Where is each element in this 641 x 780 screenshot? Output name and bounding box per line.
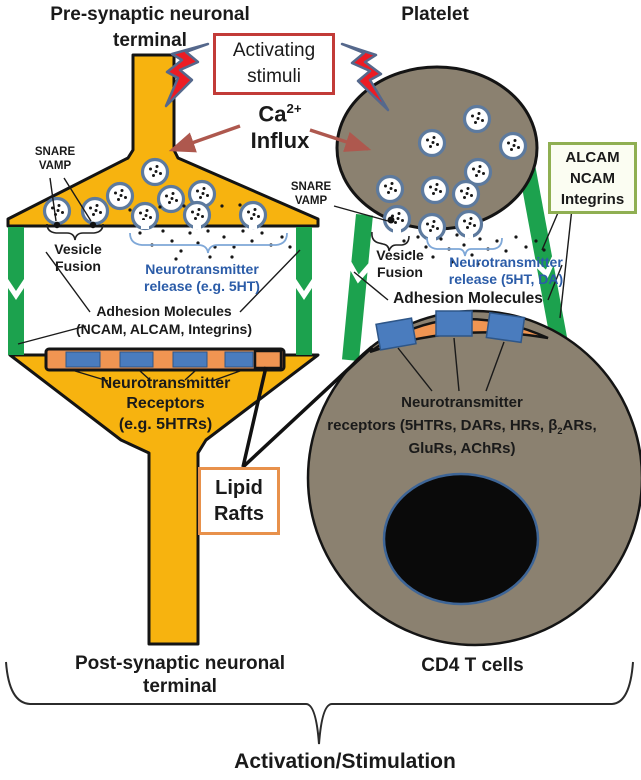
post-synaptic-title: Post-synaptic neuronal terminal	[74, 653, 286, 697]
snare-vamp-dots	[53, 216, 395, 229]
vesicle-fusion-label-right: Vesicle Fusion	[376, 247, 424, 280]
post-synaptic-terminal-shape	[8, 353, 320, 646]
receptor-bar-lipid-raft-segment	[253, 349, 283, 370]
vesicle-fusion-label-left: Vesicle Fusion	[54, 241, 102, 274]
vesicle-fusion-brace-left	[46, 223, 104, 241]
nt-release-brace-left	[129, 232, 288, 254]
adhesion-bar-right-left	[342, 214, 373, 361]
cd4-nucleus	[382, 472, 540, 606]
ca-influx-label: Ca2+ Influx	[250, 101, 310, 153]
nt-release-label-left: Neurotransmitter release (e.g. 5HT)	[144, 261, 260, 294]
alcam-ncam-integrins-box: ALCAM NCAM Integrins	[548, 142, 637, 214]
receptor-bar-blue-segments	[65, 351, 254, 368]
adhesion-label-right: Adhesion Molecules	[393, 290, 543, 307]
adhesion-bar-left-left	[8, 227, 24, 355]
nt-release-label-right: Neurotransmitter release (5HT, DA)	[448, 254, 564, 287]
adhesion-bar-left-right	[296, 227, 312, 355]
platelet-title: Platelet	[401, 4, 469, 25]
lightning-bolt-icon-right	[340, 42, 390, 112]
ca-influx-arrows	[168, 124, 372, 153]
vesicle-fusion-pores-neuron	[141, 220, 257, 229]
receptors-label-left: Neurotransmitter Receptors (e.g. 5HTRs)	[100, 375, 231, 433]
activation-stimulation-label: Activation/Stimulation	[234, 750, 456, 773]
cd4-receptor-rects	[375, 310, 526, 351]
vesicle-fusion-pores-platelet	[393, 225, 473, 242]
adhesion-bar-right-right	[518, 162, 570, 356]
pointer-lines	[17, 177, 573, 392]
adhesion-label-left: Adhesion Molecules (NCAM, ALCAM, Integri…	[75, 303, 253, 337]
cd4-tcells-title: CD4 T cells	[421, 655, 524, 676]
snare-vamp-label-right: SNARE VAMP	[290, 181, 332, 208]
activating-stimuli-box: Activating stimuli	[213, 33, 335, 95]
activation-brace	[5, 661, 634, 745]
lightning-bolt-icon-left	[164, 42, 210, 108]
lipid-rafts-box: Lipid Rafts	[198, 467, 280, 535]
vesicle-fusion-brace-right	[371, 231, 410, 252]
pre-synaptic-title: Pre-synaptic neuronal terminal	[50, 4, 250, 51]
lipid-raft-pointer-lines	[241, 345, 374, 469]
nt-release-brace-right	[426, 237, 503, 257]
released-neurotransmitter-dots-platelet	[402, 233, 546, 266]
pre-synaptic-terminal-shape	[6, 53, 320, 228]
receptors-label-right: Neurotransmitter receptors (5HTRs, DARs,…	[327, 394, 597, 458]
snare-vamp-label-left: SNARE VAMP	[34, 146, 76, 173]
